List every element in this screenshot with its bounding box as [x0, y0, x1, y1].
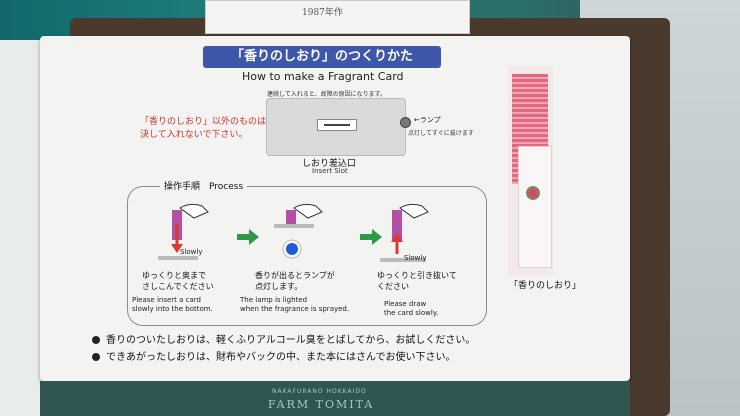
- step1-en-line2: slowly into the bottom.: [132, 305, 213, 313]
- step2-en-line2: when the fragrance is sprayed.: [240, 305, 350, 313]
- brand-subtitle: NAKAFURANO HOKKAIDO: [272, 388, 367, 395]
- fragrant-card-stack[interactable]: [508, 66, 553, 276]
- title-en: How to make a Fragrant Card: [242, 70, 404, 83]
- step2-jp-line1: 香りが出るとランプが: [255, 271, 335, 280]
- step3-en-line2: the card slowly.: [384, 309, 439, 317]
- machine-note: 連続して入れると、故障の原因になります。: [267, 91, 386, 98]
- lamp-label: ←ランプ: [414, 116, 441, 124]
- process-box: [127, 186, 487, 326]
- step1-text-jp: ゆっくりと奥まで さしこんでください: [142, 270, 214, 292]
- step2-lamp-lit-icon: [274, 203, 323, 259]
- step3-slowly: Slowly: [404, 254, 427, 262]
- bullet-dot-icon: [92, 336, 100, 344]
- bullet-dot-icon: [92, 353, 100, 361]
- step1-slowly: Slowly: [180, 248, 203, 256]
- step1-jp-line1: ゆっくりと奥まで: [142, 271, 206, 280]
- lamp-icon: [400, 117, 411, 128]
- machine-diagram: 連続して入れると、故障の原因になります。: [266, 91, 406, 156]
- step3-text-jp: ゆっくりと引き抜いて ください: [377, 270, 457, 292]
- brand-name: FARM TOMITA: [268, 398, 375, 411]
- warning-line-1: 「香りのしおり」以外のものは: [140, 117, 267, 127]
- flower-icon: [526, 186, 540, 200]
- step1-text-en: Please insert a card slowly into the bot…: [132, 296, 213, 314]
- insert-slot-icon: [317, 119, 357, 131]
- panel-base: [40, 381, 630, 416]
- step2-text-en: The lamp is lighted when the fragrance i…: [240, 296, 349, 314]
- lamp-note: 点灯してすぐに抜けます: [408, 130, 474, 137]
- slot-label-jp: しおり差込口: [302, 159, 357, 169]
- step1-en-line1: Please insert a card: [132, 296, 201, 304]
- card-stack-label: 「香りのしおり」: [509, 281, 582, 291]
- arrow-right-icon-2: [360, 229, 382, 245]
- warning-text: 「香りのしおり」以外のものは 決して入れないで下さい。: [140, 116, 310, 142]
- bullet-2: できあがったしおりは、財布やバックの中、また本にはさんでお使い下さい。: [92, 348, 456, 363]
- bullet-1: 香りのついたしおりは、軽くふりアルコール臭をとばしてから、お試しください。: [92, 331, 475, 346]
- step3-jp-line1: ゆっくりと引き抜いて: [377, 271, 457, 280]
- step3-draw-card-icon: [380, 203, 429, 262]
- card-front: [518, 146, 552, 268]
- step2-jp-line2: 点灯します。: [255, 282, 303, 291]
- warning-line-2: 決して入れないで下さい。: [140, 130, 248, 140]
- title-jp: 「香りのしおり」のつくりかた: [203, 46, 441, 68]
- process-title: 操作手順 Process: [160, 179, 248, 192]
- bullet-1-text: 香りのついたしおりは、軽くふりアルコール臭をとばしてから、お試しください。: [106, 335, 476, 346]
- bullet-2-text: できあがったしおりは、財布やバックの中、また本にはさんでお使い下さい。: [106, 352, 456, 363]
- step3-en-line1: Please draw: [384, 300, 427, 308]
- arrow-right-icon: [237, 229, 259, 245]
- step1-jp-line2: さしこんでください: [142, 282, 214, 291]
- step1-insert-card-icon: [158, 203, 209, 260]
- exhibit-year: 1987年作: [302, 8, 343, 18]
- step2-en-line1: The lamp is lighted: [240, 296, 308, 304]
- step2-text-jp: 香りが出るとランプが 点灯します。: [255, 270, 335, 292]
- exhibit-label: 1987年作: [205, 0, 470, 34]
- step3-jp-line2: ください: [377, 282, 409, 291]
- slot-label-en: Insert Slot: [312, 167, 348, 175]
- step3-text-en: Please draw the card slowly.: [384, 300, 438, 318]
